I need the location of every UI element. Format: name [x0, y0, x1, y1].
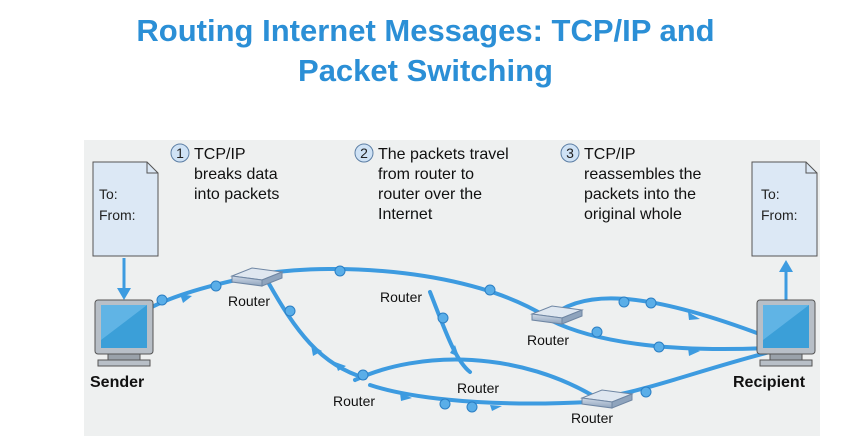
arrow-1: [180, 294, 192, 303]
step-number-2: 2: [360, 145, 368, 161]
router-label-3: Router: [527, 332, 569, 348]
packet: [357, 369, 369, 381]
packet: [466, 401, 478, 413]
arrow-6: [688, 312, 700, 320]
step-2-line-1: The packets travel: [378, 146, 509, 163]
path-router2-router5: [428, 290, 472, 374]
packet: [640, 386, 652, 398]
sender-label: Sender: [90, 374, 144, 391]
packet: [284, 305, 296, 317]
packet: [484, 284, 496, 296]
arrow-2: [311, 345, 322, 356]
packet: [156, 294, 168, 306]
step-2-line-2: from router to: [378, 166, 474, 183]
path-router3-recipient-lower: [548, 318, 770, 352]
step-1-line-3: into packets: [194, 186, 279, 203]
step-badge-3: 3: [560, 143, 580, 163]
recipient-envelope: [751, 161, 818, 257]
path-router4-router6: [353, 357, 602, 402]
packet: [645, 297, 657, 309]
sender-envelope-to: To:: [99, 186, 118, 202]
router-label-6: Router: [571, 410, 613, 426]
step-2-line-4: Internet: [378, 206, 433, 223]
recipient-up-arrow: [779, 260, 793, 272]
sender-down-arrow: [117, 288, 131, 300]
arrow-3: [335, 362, 346, 371]
sender-envelope: [92, 161, 159, 257]
recipient-envelope-to: To:: [761, 186, 780, 202]
step-3-line-4: original whole: [584, 206, 682, 223]
router-label-1: Router: [228, 293, 270, 309]
packet: [437, 312, 449, 324]
recipient-computer-icon: [756, 299, 816, 367]
recipient-envelope-from: From:: [761, 207, 798, 223]
router-1: [230, 267, 284, 287]
sender-computer-icon: [94, 299, 154, 367]
step-3-line-1: TCP/IP: [584, 146, 636, 163]
router-label-5: Router: [457, 380, 499, 396]
title-line-2: Packet Switching: [298, 53, 553, 88]
sender-envelope-from: From:: [99, 207, 136, 223]
path-router1-router4: [266, 280, 367, 380]
path-arrows: [180, 294, 700, 411]
packet: [334, 265, 346, 277]
step-1-line-1: TCP/IP: [194, 146, 246, 163]
router-3: [530, 305, 584, 325]
step-badge-1: 1: [170, 143, 190, 163]
arrow-5: [688, 348, 700, 356]
packets: [156, 265, 665, 413]
path-router1-router3: [260, 267, 547, 318]
step-1-line-2: breaks data: [194, 166, 278, 183]
packet: [439, 398, 451, 410]
router-6: [580, 389, 634, 409]
step-2-line-3: router over the: [378, 186, 482, 203]
arrow-4: [450, 345, 459, 357]
step-3-line-2: reassembles the: [584, 166, 701, 183]
router-label-4: Router: [333, 393, 375, 409]
packet: [618, 296, 630, 308]
arrow-8: [490, 405, 502, 411]
step-number-3: 3: [566, 145, 574, 161]
step-number-1: 1: [176, 145, 184, 161]
step-badge-2: 2: [354, 143, 374, 163]
recipient-label: Recipient: [733, 374, 806, 391]
packet: [591, 326, 603, 338]
packet: [210, 280, 222, 292]
router-label-2: Router: [380, 289, 422, 305]
arrow-7: [400, 393, 412, 401]
packet: [653, 341, 665, 353]
title-line-1: Routing Internet Messages: TCP/IP and: [136, 13, 715, 48]
step-3-line-3: packets into the: [584, 186, 696, 203]
